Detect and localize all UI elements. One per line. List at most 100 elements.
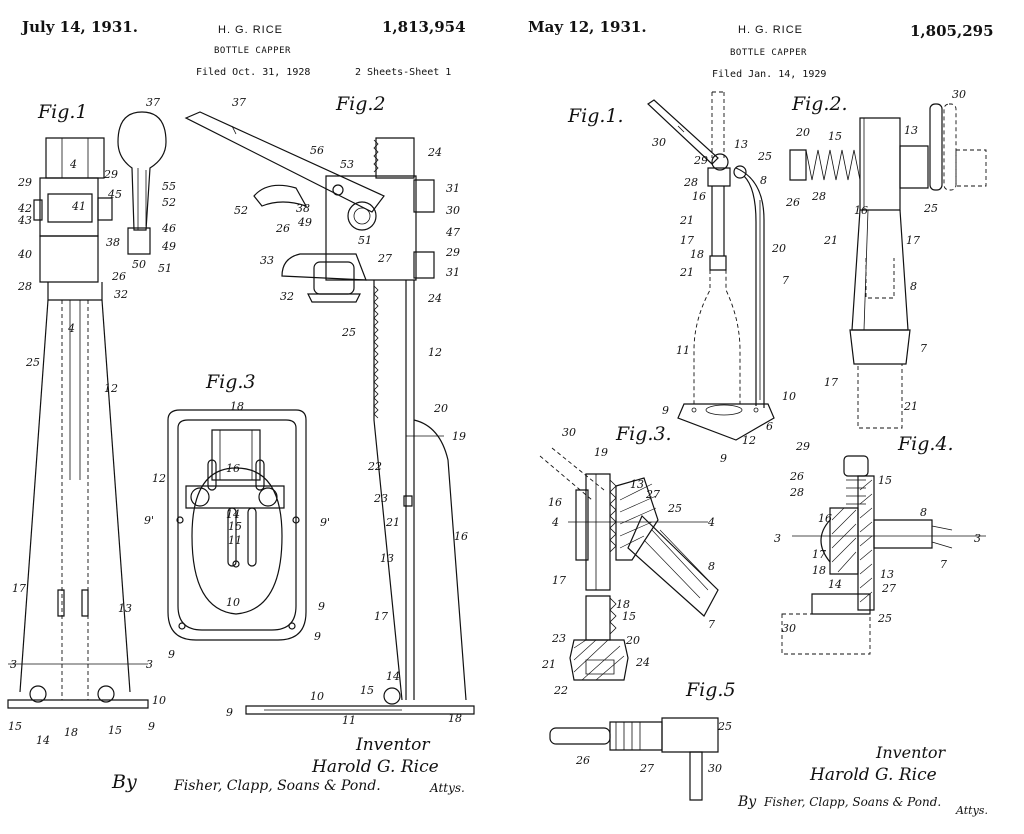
- reference-numeral: 25: [341, 326, 356, 339]
- patent-sheet-left: July 14, 1931. H. G. RICE 1,813,954 BOTT…: [0, 18, 512, 795]
- reference-numeral: 12: [152, 472, 166, 485]
- reference-numeral: 14: [828, 578, 842, 591]
- reference-numeral: 10: [152, 694, 166, 707]
- reference-numeral: 25: [25, 356, 40, 369]
- reference-numeral: 37: [232, 96, 246, 109]
- reference-numeral: 26: [275, 222, 290, 235]
- reference-numeral: 9': [144, 514, 154, 527]
- figure-label-2: Fig.2.: [791, 93, 848, 115]
- reference-numeral: 14: [386, 670, 400, 683]
- reference-numeral: 15: [360, 684, 374, 697]
- reference-numeral: 20: [771, 242, 786, 255]
- reference-numeral: 15: [8, 720, 22, 733]
- figure-label-2: Fig.2: [335, 93, 386, 115]
- reference-numeral: 27: [377, 252, 392, 265]
- reference-numeral: 8: [708, 560, 715, 573]
- reference-numeral: 42: [17, 202, 32, 215]
- fig5-drawing: [550, 718, 718, 800]
- reference-numeral: 37: [146, 96, 160, 109]
- reference-numeral: 16: [692, 190, 706, 203]
- fig2-drawing: [790, 104, 986, 428]
- reference-numeral: 16: [854, 204, 868, 217]
- fig3-numerals: 18 16 12 14 15 11 9' 9' 10 9 9 9: [144, 400, 330, 661]
- reference-numeral: 25: [923, 202, 938, 215]
- patent-drawing-right: Fig.1. Fig.2. Fig.3. Fig.4. Fig.5: [512, 88, 988, 817]
- reference-numeral: 26: [575, 754, 590, 767]
- reference-numeral: 6: [766, 420, 773, 433]
- reference-numeral: 29: [445, 246, 460, 259]
- reference-numeral: 8: [920, 506, 927, 519]
- reference-numeral: 30: [952, 88, 966, 101]
- patent-drawing-left: Fig.1 Fig.2 Fig.3: [0, 93, 512, 795]
- reference-numeral: 10: [226, 596, 240, 609]
- reference-numeral: 28: [17, 280, 32, 293]
- reference-numeral: 22: [367, 460, 382, 473]
- fig1-numerals: 37 29 42 43 40 28 41 45 4 4 29 55 52 46 …: [8, 96, 176, 747]
- reference-numeral: 43: [17, 214, 32, 227]
- fig4-numerals: 29 26 28 15 16 8 3 3 17 18 14 13 27 7 30…: [774, 440, 981, 635]
- reference-numeral: 33: [260, 254, 274, 267]
- reference-numeral: 24: [427, 292, 442, 305]
- reference-numeral: 9: [662, 404, 669, 417]
- reference-numeral: 29: [795, 440, 810, 453]
- reference-numeral: 15: [878, 474, 892, 487]
- reference-numeral: 49: [161, 240, 176, 253]
- reference-numeral: 16: [454, 530, 468, 543]
- reference-numeral: 21: [679, 214, 694, 227]
- reference-numeral: 22: [553, 684, 568, 697]
- reference-numeral: 4: [551, 516, 559, 529]
- reference-numeral: 17: [906, 234, 920, 247]
- attys-label: Attys.: [429, 781, 465, 795]
- figure-label-5: Fig.5: [685, 679, 736, 701]
- reference-numeral: 14: [36, 734, 50, 747]
- reference-numeral: 25: [757, 150, 772, 163]
- inventor-label: Inventor: [355, 735, 430, 755]
- reference-numeral: 3: [774, 532, 781, 545]
- reference-numeral: 12: [104, 382, 118, 395]
- reference-numeral: 4: [69, 158, 77, 171]
- reference-numeral: 11: [342, 714, 356, 727]
- reference-numeral: 31: [446, 266, 460, 279]
- reference-numeral: 27: [881, 582, 896, 595]
- reference-numeral: 7: [782, 274, 789, 287]
- fig4-drawing: [782, 456, 986, 654]
- fig2-numerals: 30 20 15 13 26 28 16 25 17 8 7 21 17 21: [785, 88, 966, 413]
- reference-numeral: 51: [158, 262, 172, 275]
- reference-numeral: 24: [427, 146, 442, 159]
- reference-numeral: 26: [111, 270, 126, 283]
- reference-numeral: 9: [318, 600, 325, 613]
- figure-label-1: Fig.1: [37, 101, 88, 123]
- reference-numeral: 18: [230, 400, 244, 413]
- reference-numeral: 38: [296, 202, 310, 215]
- attorneys-signature: Fisher, Clapp, Soans & Pond.: [763, 795, 941, 809]
- reference-numeral: 13: [904, 124, 918, 137]
- reference-numeral: 4: [67, 322, 75, 335]
- by-label: By: [111, 771, 137, 793]
- reference-numeral: 21: [679, 266, 694, 279]
- reference-numeral: 32: [280, 290, 294, 303]
- patent-date: May 12, 1931.: [528, 18, 647, 36]
- reference-numeral: 13: [630, 478, 644, 491]
- reference-numeral: 17: [824, 376, 838, 389]
- reference-numeral: 14: [226, 508, 240, 521]
- sheet-count: 2 Sheets-Sheet 1: [355, 67, 452, 78]
- fig3-drawing: [540, 448, 718, 680]
- reference-numeral: 31: [446, 182, 460, 195]
- reference-numeral: 13: [380, 552, 394, 565]
- reference-numeral: 16: [226, 462, 240, 475]
- patent-date: July 14, 1931.: [22, 18, 138, 36]
- fig5-numerals: 25 26 27 30: [575, 720, 732, 775]
- reference-numeral: 27: [639, 762, 654, 775]
- reference-numeral: 3: [146, 658, 153, 671]
- figure-label-1: Fig.1.: [567, 105, 624, 127]
- reference-numeral: 15: [622, 610, 636, 623]
- reference-numeral: 32: [114, 288, 128, 301]
- reference-numeral: 10: [310, 690, 324, 703]
- reference-numeral: 17: [812, 548, 826, 561]
- patent-title: BOTTLE CAPPER: [214, 46, 291, 56]
- reference-numeral: 12: [428, 346, 442, 359]
- reference-numeral: 11: [676, 344, 690, 357]
- reference-numeral: 55: [162, 180, 176, 193]
- reference-numeral: 19: [452, 430, 466, 443]
- figure-label-4: Fig.4.: [897, 433, 954, 455]
